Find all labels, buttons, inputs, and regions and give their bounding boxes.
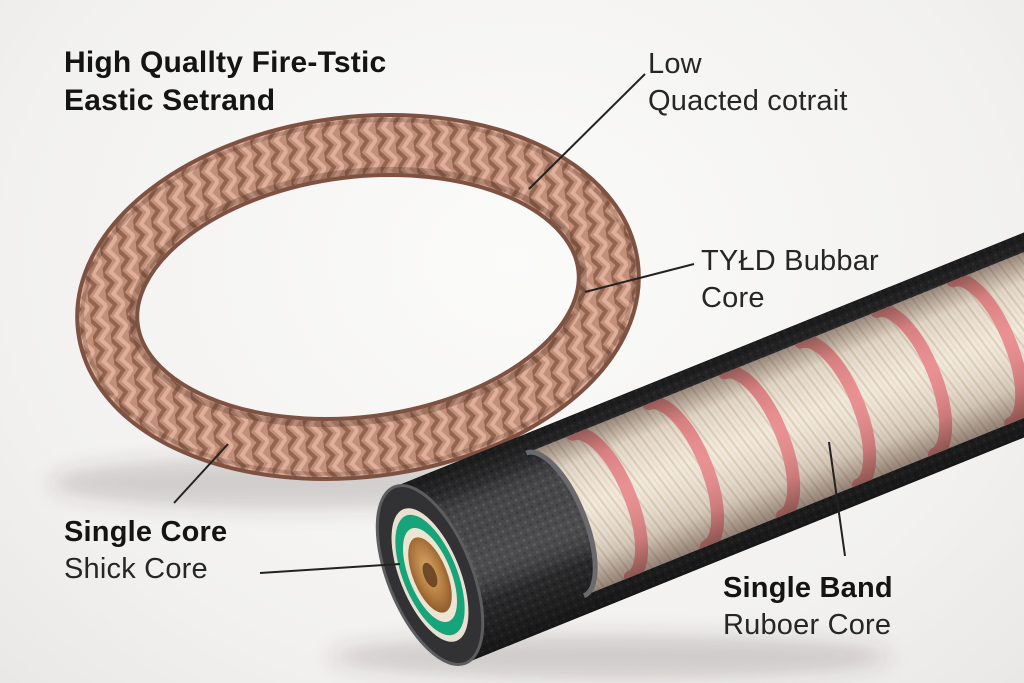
single-core-label: Single Core Shick Core [64, 514, 227, 588]
leader-single-band [828, 441, 846, 557]
leader-lines [173, 73, 846, 574]
low-quacted-line-1: Low [648, 48, 702, 80]
braided-band [75, 112, 641, 482]
leader-low-quacted [528, 73, 646, 190]
cord-interior [526, 218, 1024, 596]
title-label: High Quallty Fire-Tstic Eastic Setrand [64, 44, 386, 120]
tyld-bubbar-line-2: Core [701, 282, 765, 314]
single-band-line-1: Single Band [723, 572, 893, 604]
title-line-2: Eastic Setrand [64, 84, 276, 117]
tyld-bubbar-line-1: TYŁD Bubbar [701, 245, 879, 277]
low-quacted-label: Low Quacted cotrait [648, 46, 848, 120]
low-quacted-line-2: Quacted cotrait [648, 85, 848, 117]
title-line-1: High Quallty Fire-Tstic [64, 46, 387, 79]
single-core-line-2: Shick Core [64, 553, 208, 585]
single-band-label: Single Band Ruboer Core [723, 570, 893, 644]
leader-tyld-bubbar [584, 263, 695, 293]
cord-cutaway [375, 202, 1024, 666]
leader-shick-core [259, 563, 401, 574]
leader-single-core [173, 443, 229, 504]
single-core-line-1: Single Core [64, 516, 228, 548]
single-band-line-2: Ruboer Core [723, 609, 892, 641]
tyld-bubbar-label: TYŁD Bubbar Core [701, 243, 879, 317]
cord-cross-section [375, 484, 485, 666]
